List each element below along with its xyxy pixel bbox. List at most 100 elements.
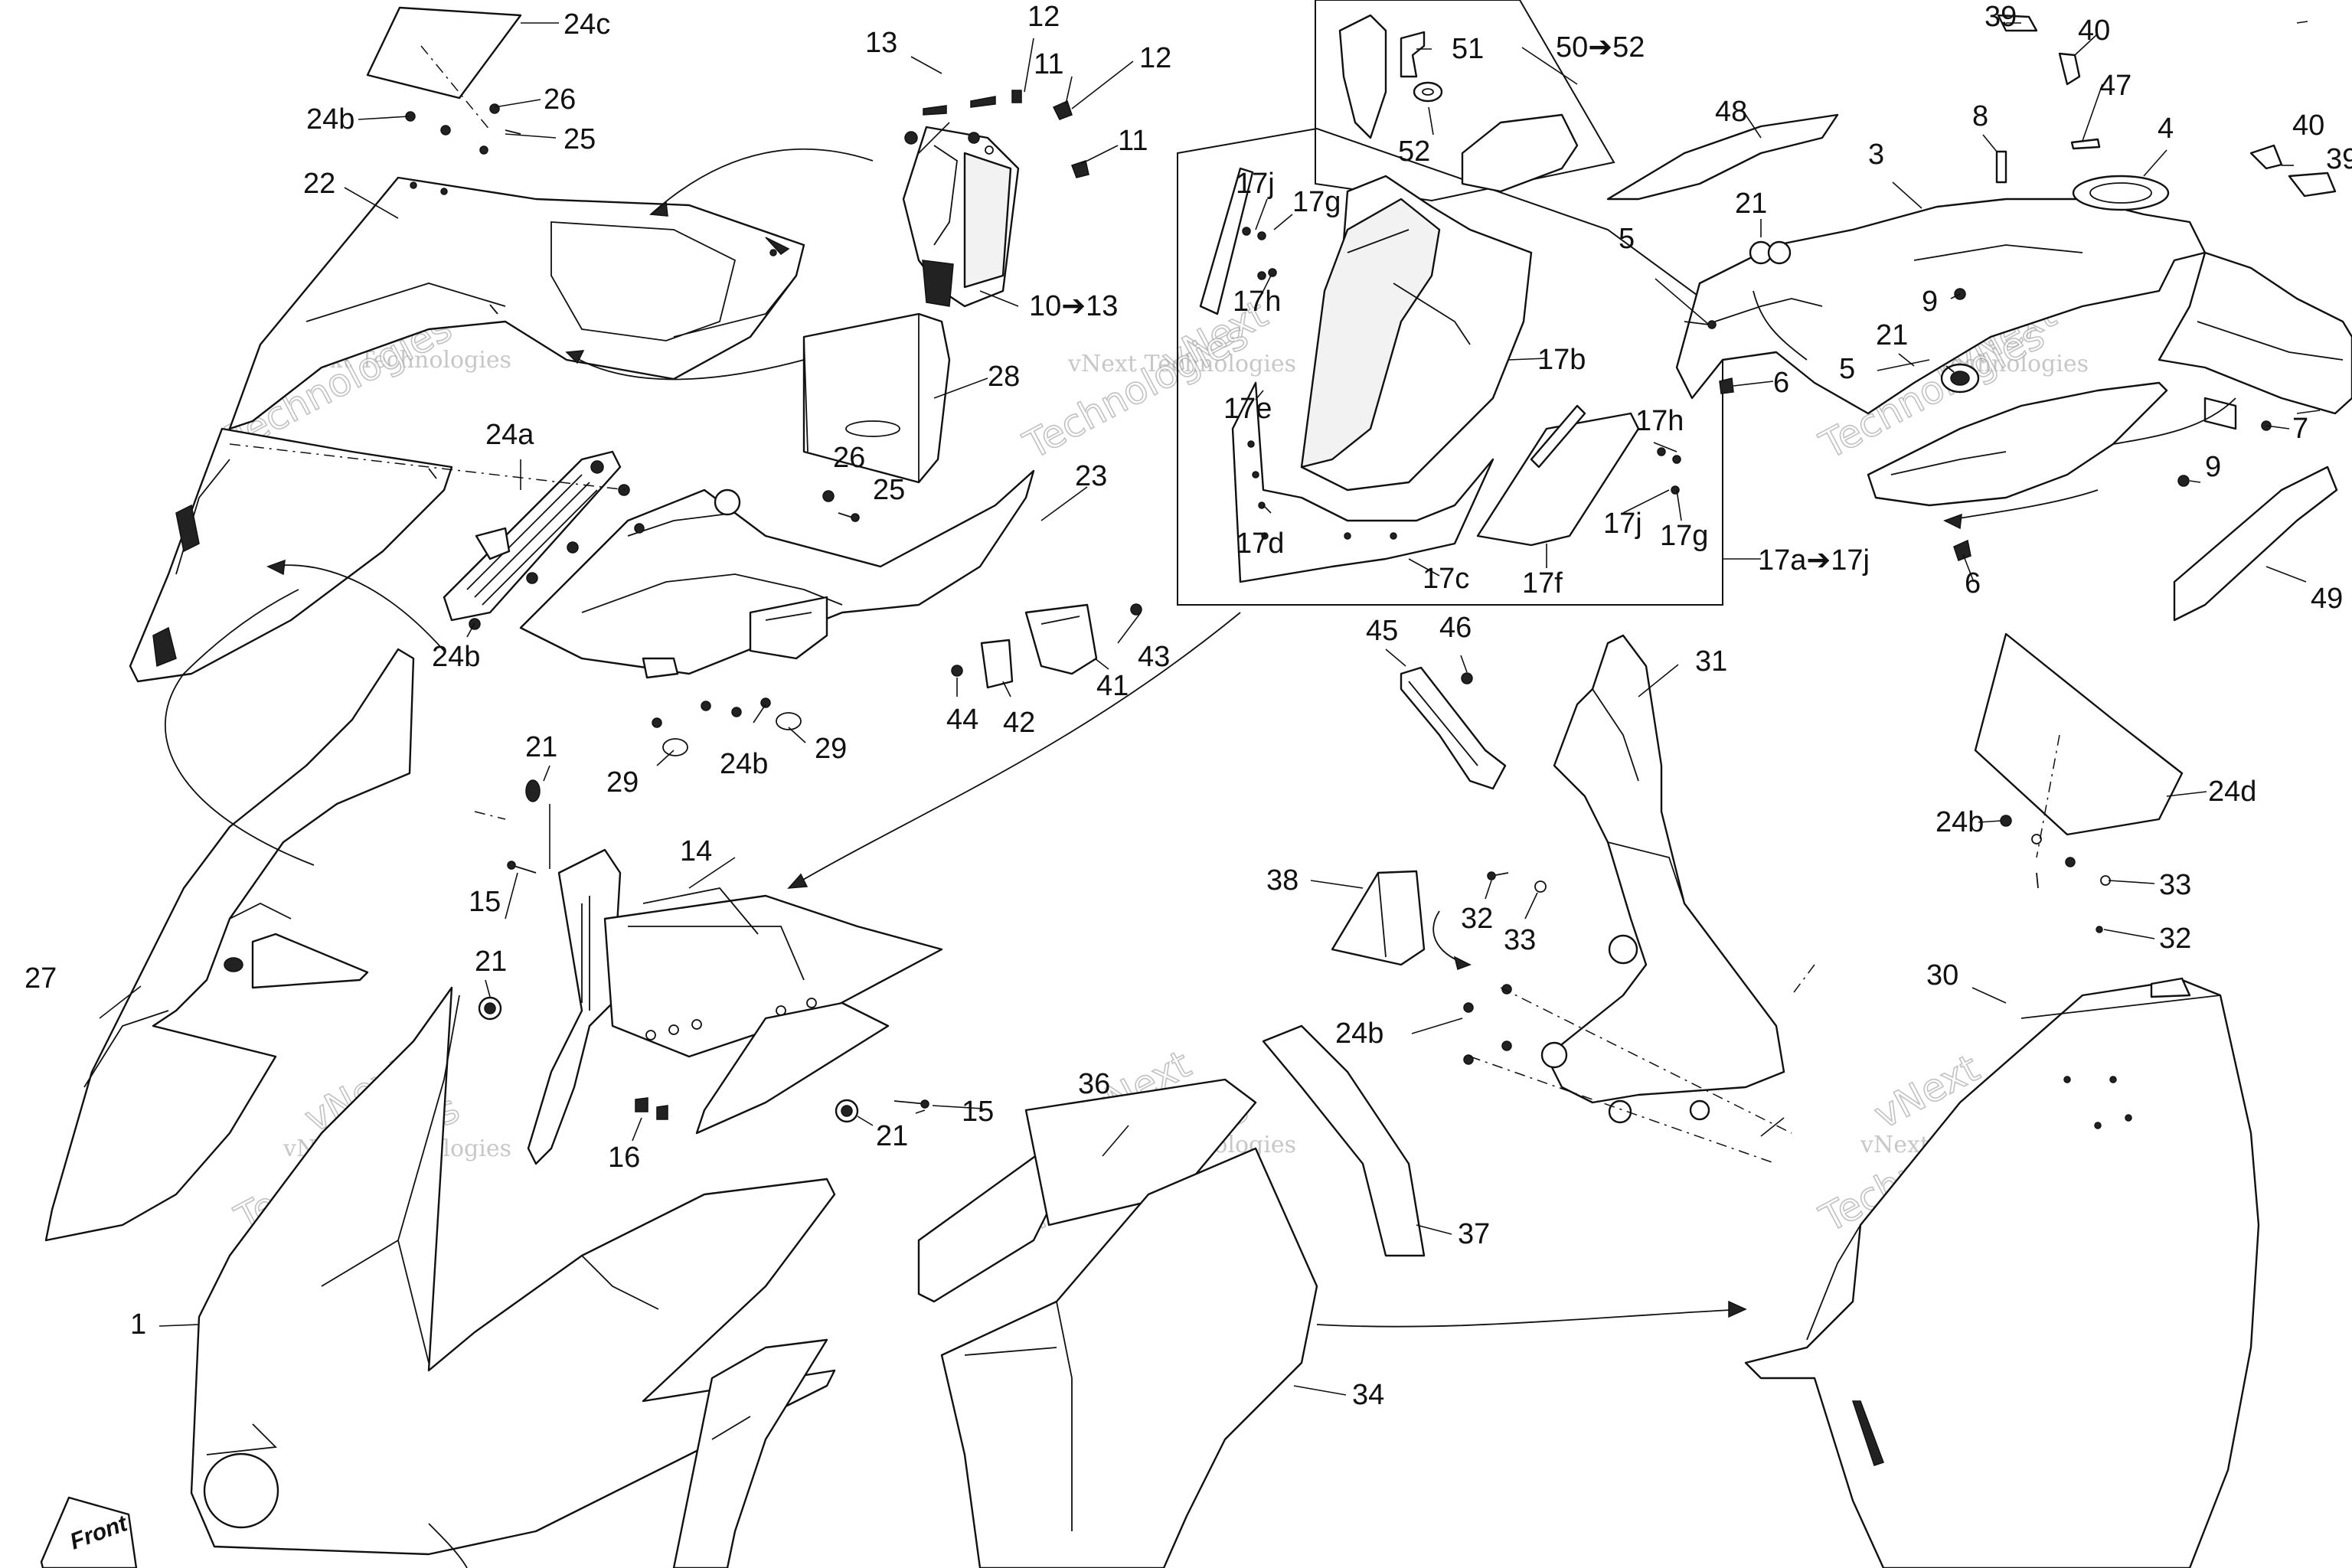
callout-label: 37 [1458,1218,1490,1250]
callout-label: 5 [1619,223,1635,255]
callout-label: 36 [1078,1068,1110,1100]
callout-label: 8 [1972,100,1988,132]
callout-label: 29 [815,733,847,765]
part-50-52-hardware-kit [1338,14,1579,193]
part-24a-fasteners [229,443,630,630]
part-15-16-screws [507,861,929,1120]
callout-label: 24b [1335,1018,1383,1050]
callout-label: 24a [485,419,534,451]
callout-label: 6 [1965,567,1981,599]
callout-label: 33 [2159,869,2191,901]
callout-label: 9 [1922,286,1938,318]
part-48-upper-trim [1606,113,1839,201]
callout-label: 16 [608,1142,640,1174]
callout-label: 40 [2292,109,2324,142]
callout-label: 51 [1452,33,1484,65]
part-37-trim-strip [1262,1024,1426,1257]
callout-label: 1 [130,1308,146,1341]
callout-label: 24b [306,103,354,136]
callout-label: 24c [564,8,610,41]
callout-label: 49 [2311,583,2343,615]
callout-label: 32 [1461,903,1493,935]
callout-label: 17h [1635,405,1684,437]
part-23-inner-fairing [519,469,1035,679]
callout-label: 17j [1603,508,1642,540]
callout-label: 21 [876,1120,908,1152]
svg-text:vNext Technologies: vNext Technologies [1067,351,1296,377]
part-41-42-43-44-bracket [951,603,1142,689]
callout-label: 28 [988,361,1020,393]
callout-label: 17c [1423,563,1469,595]
callout-label: 14 [680,835,712,867]
callout-label: 39 [2326,143,2352,175]
assembly-arrows [165,148,2236,1568]
callout-label: 17b [1537,344,1586,376]
callout-label: 24b [720,748,768,780]
part-17j-17h-deflector-left [1199,167,1277,315]
callout-label: 17j [1236,168,1275,200]
part-22-front-upper-panel [228,176,805,430]
callout-label: 21 [1876,319,1908,351]
callout-label: 34 [1352,1379,1384,1411]
callout-label: 9 [2205,451,2221,483]
part-inner-tank-tray [1867,363,2168,507]
part-17c-17d-17e-windshield-trim [1231,381,1494,583]
part-32-33-24b-hardware-mid [1463,871,1792,1165]
part-front-arrow: Front [40,1496,138,1568]
callout-label: 26 [833,442,865,474]
callout-label: 24b [432,641,480,673]
part-24d-side-cap [1974,632,2184,933]
callout-label: 23 [1075,460,1107,492]
callout-label: 7 [2292,413,2308,445]
callout-label: 48 [1715,96,1747,128]
callout-label: 11 [1034,48,1063,80]
part-27-side-fairing [44,648,415,1242]
callout-label: 45 [1366,615,1398,647]
part-17b-windshield [1300,175,1533,492]
part-38-side-plate [1331,870,1426,966]
part-21-grommets-mid [478,779,859,1123]
part-31-inner-bracket [1540,634,1785,1124]
callout-label: 39 [1984,1,2017,33]
callout-label: 21 [525,731,557,763]
callout-label: 17a➔17j [1758,544,1870,577]
part-partial-fairing-bottom [672,1338,828,1568]
callout-label: 41 [1096,670,1129,702]
callout-label: 38 [1266,864,1298,897]
part-49-trim-strip [2173,466,2338,622]
callout-label: 50➔52 [1556,31,1645,64]
callout-label: 21 [1735,188,1767,220]
callout-label: 32 [2159,923,2191,955]
svg-text:Technologies: Technologies [1017,313,1256,468]
callout-label: 4 [2158,113,2174,145]
callout-label: 12 [1027,1,1060,33]
part-1-nose-cone [190,986,836,1556]
callout-label: 33 [1504,924,1536,956]
callout-label: 27 [24,962,57,995]
leader-lines [99,21,2321,1396]
callout-label: 11 [1118,125,1148,157]
callout-label: 12 [1139,42,1171,74]
callout-label: 40 [2078,15,2110,47]
part-14-front-frame [527,848,943,1165]
callout-label: 17e [1223,393,1272,425]
part-28-trim-panel [802,312,951,484]
part-24a-vent-grille [443,450,622,622]
callout-label: 17g [1292,186,1341,218]
callout-label: 17f [1522,567,1563,599]
callout-label: 10➔13 [1029,290,1118,322]
part-34-lower-side-panel [940,1147,1318,1568]
callout-label: 30 [1926,959,1958,991]
part-26-25-hardware [822,490,860,522]
callout-label: 15 [962,1096,994,1128]
callout-label: 21 [475,946,507,978]
callout-label: 13 [865,27,897,59]
callout-label: 5 [1839,353,1855,385]
callout-label: 6 [1773,367,1789,399]
callout-label: 17h [1233,286,1281,318]
part-right-side-wing [2158,251,2352,415]
callout-label: 47 [2099,70,2132,102]
callout-label: 26 [544,83,576,116]
